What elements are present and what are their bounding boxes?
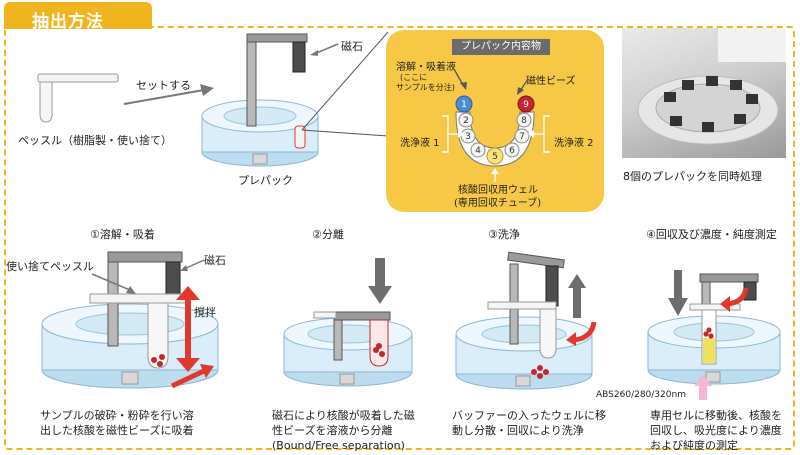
step1-pestle-label: 使い捨てペッスル — [6, 258, 94, 274]
well-number: 6 — [509, 146, 515, 156]
step4-desc: 専用セルに移動後、核酸を回収し、吸光度により濃度および純度の測定 — [650, 408, 792, 453]
step1-desc: サンプルの破砕・粉砕を行い溶出した核酸を磁性ビーズに吸着 — [40, 408, 200, 438]
step3-desc: バッファーの入ったウェルに移動し分散・回収により洗浄 — [452, 408, 606, 438]
lysis-note-2: サンプルを分注) — [396, 82, 455, 93]
instrument-photo-art — [622, 28, 786, 158]
zoom-connector — [290, 30, 400, 140]
wash1-bracket — [440, 112, 464, 156]
stir-arrow-icon — [168, 286, 216, 390]
well-number: 9 — [523, 100, 529, 110]
recovery-pointer — [490, 168, 500, 182]
step2-title: ②分離 — [312, 226, 344, 242]
lysis-label: 溶解・吸着液 — [396, 58, 456, 73]
step4-title: ④回収及び濃度・純度測定 — [646, 226, 777, 242]
step1-pestle-pointer — [90, 272, 138, 296]
step1-title: ①溶解・吸着 — [90, 226, 155, 242]
abs-label: ABS260/280/320nm — [596, 390, 686, 400]
well-number: 1 — [461, 100, 467, 110]
curved-arrow-icon-step4 — [720, 286, 748, 312]
well-number: 3 — [465, 132, 471, 142]
panel-title: プレパック内容物 — [452, 39, 550, 55]
lysis-pointer — [452, 68, 468, 90]
step2-desc: 磁石により核酸が吸着した磁性ビーズを溶液から分離(Bound/Free sepa… — [272, 408, 418, 453]
section-tab: 抽出方法 — [4, 2, 152, 29]
well-number: 7 — [519, 132, 525, 142]
pestle-illustration — [30, 70, 120, 130]
step4-illustration — [640, 250, 790, 390]
recovery-note: (専用回収チューブ) — [454, 194, 541, 209]
photo-caption: 8個のプレパックを同時処理 — [623, 168, 762, 184]
arrow-up-icon — [568, 274, 586, 318]
wash2-bracket — [528, 112, 552, 156]
stir-label: 撹拌 — [194, 304, 216, 320]
instrument-photo — [622, 28, 786, 158]
pestle-label: ペッスル（樹脂製・使い捨て） — [18, 132, 172, 148]
prepack-label: プレパック — [238, 172, 293, 188]
section-title: 抽出方法 — [32, 7, 104, 32]
step2-illustration — [278, 254, 428, 394]
arrow-down-icon-step4 — [668, 270, 688, 316]
beads-pointer — [516, 78, 530, 96]
wash2-label: 洗浄液 2 — [554, 134, 594, 149]
well-number: 5 — [492, 152, 498, 162]
wash1-label: 洗浄液 1 — [400, 134, 440, 149]
step1-magnet-pointer — [180, 258, 206, 272]
arrow-down-icon — [368, 258, 392, 304]
uv-arrow-icon — [694, 374, 712, 400]
step1-magnet-label: 磁石 — [204, 252, 226, 268]
well-number: 8 — [521, 116, 527, 126]
well-number: 4 — [475, 146, 481, 156]
curved-arrow-icon — [566, 320, 596, 346]
beads-label: 磁性ビーズ — [526, 72, 576, 87]
step3-title: ③洗浄 — [488, 226, 520, 242]
